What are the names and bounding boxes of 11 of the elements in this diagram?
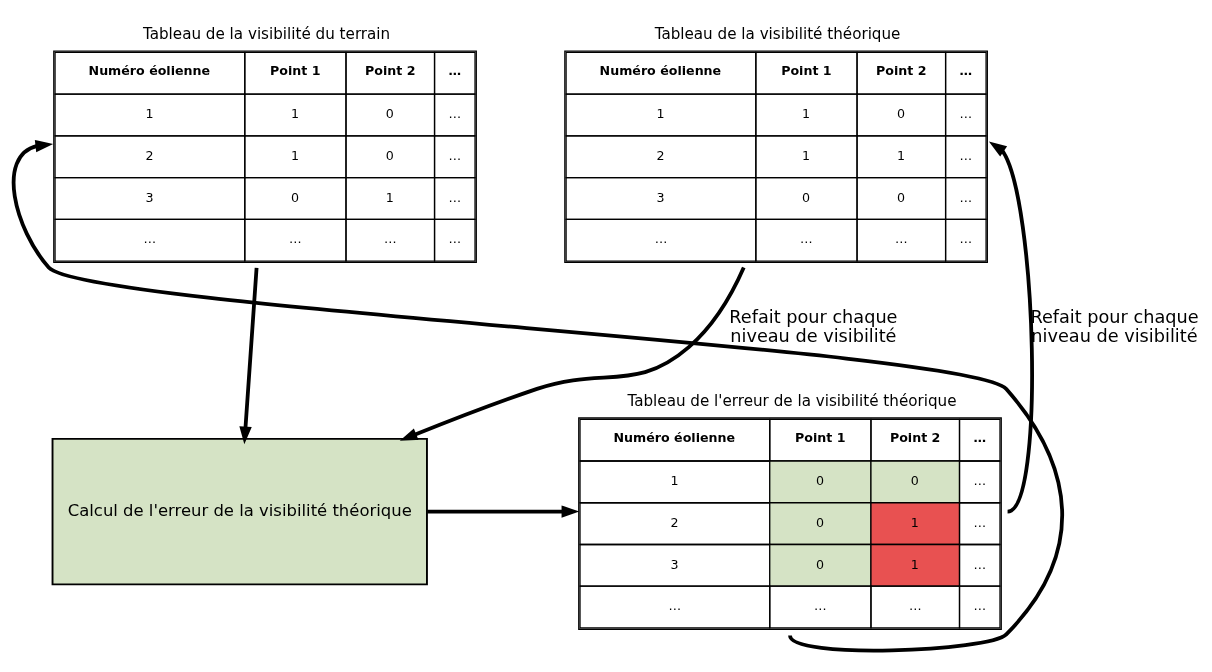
node-label: Tableau de la visibilité théorique bbox=[654, 24, 901, 43]
arrow bbox=[239, 267, 259, 444]
arrow bbox=[988, 141, 1034, 513]
arrow bbox=[427, 504, 580, 518]
node-box: Calcul de l'erreur de la visibilité théorique bbox=[51, 437, 428, 585]
edge-label: Refait pour chaque niveau de visibilité bbox=[729, 306, 898, 346]
arrow bbox=[11, 139, 1064, 652]
arrow bbox=[399, 266, 746, 441]
edge-label: Refait pour chaque niveau de visibilité bbox=[1030, 306, 1199, 346]
node-label: Tableau de l'erreur de la visibilité théorique bbox=[627, 391, 957, 410]
node-label: Tableau de la visibilité du terrain bbox=[142, 24, 391, 43]
